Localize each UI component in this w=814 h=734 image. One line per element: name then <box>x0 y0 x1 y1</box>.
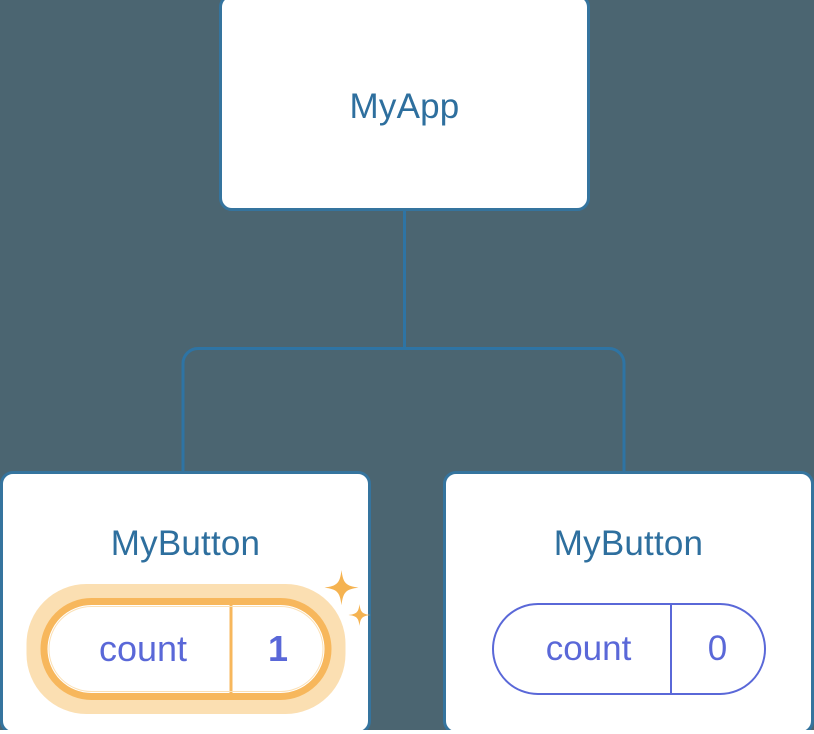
state-value: 1 <box>229 605 324 693</box>
state-key: count <box>545 629 632 668</box>
state-pill: count 0 <box>491 603 766 695</box>
node-title: MyButton <box>110 524 261 563</box>
bottom-edge-strip <box>0 730 814 734</box>
state-pill-highlighted[interactable]: count 1 <box>26 570 370 714</box>
node-mybutton-1[interactable]: MyButton count 1 <box>0 471 371 734</box>
node-title: MyApp <box>349 87 460 126</box>
node-mybutton-2[interactable]: MyButton count 0 <box>443 471 814 734</box>
state-key: count <box>98 628 188 669</box>
edge-branch-right <box>404 347 626 472</box>
node-myapp[interactable]: MyApp <box>219 0 590 211</box>
edge-branch-left <box>181 347 405 472</box>
state-pill-plain[interactable]: count 0 <box>491 603 766 695</box>
state-pill: count 1 <box>40 598 331 700</box>
state-value: 0 <box>669 605 764 693</box>
node-title: MyButton <box>553 524 704 563</box>
